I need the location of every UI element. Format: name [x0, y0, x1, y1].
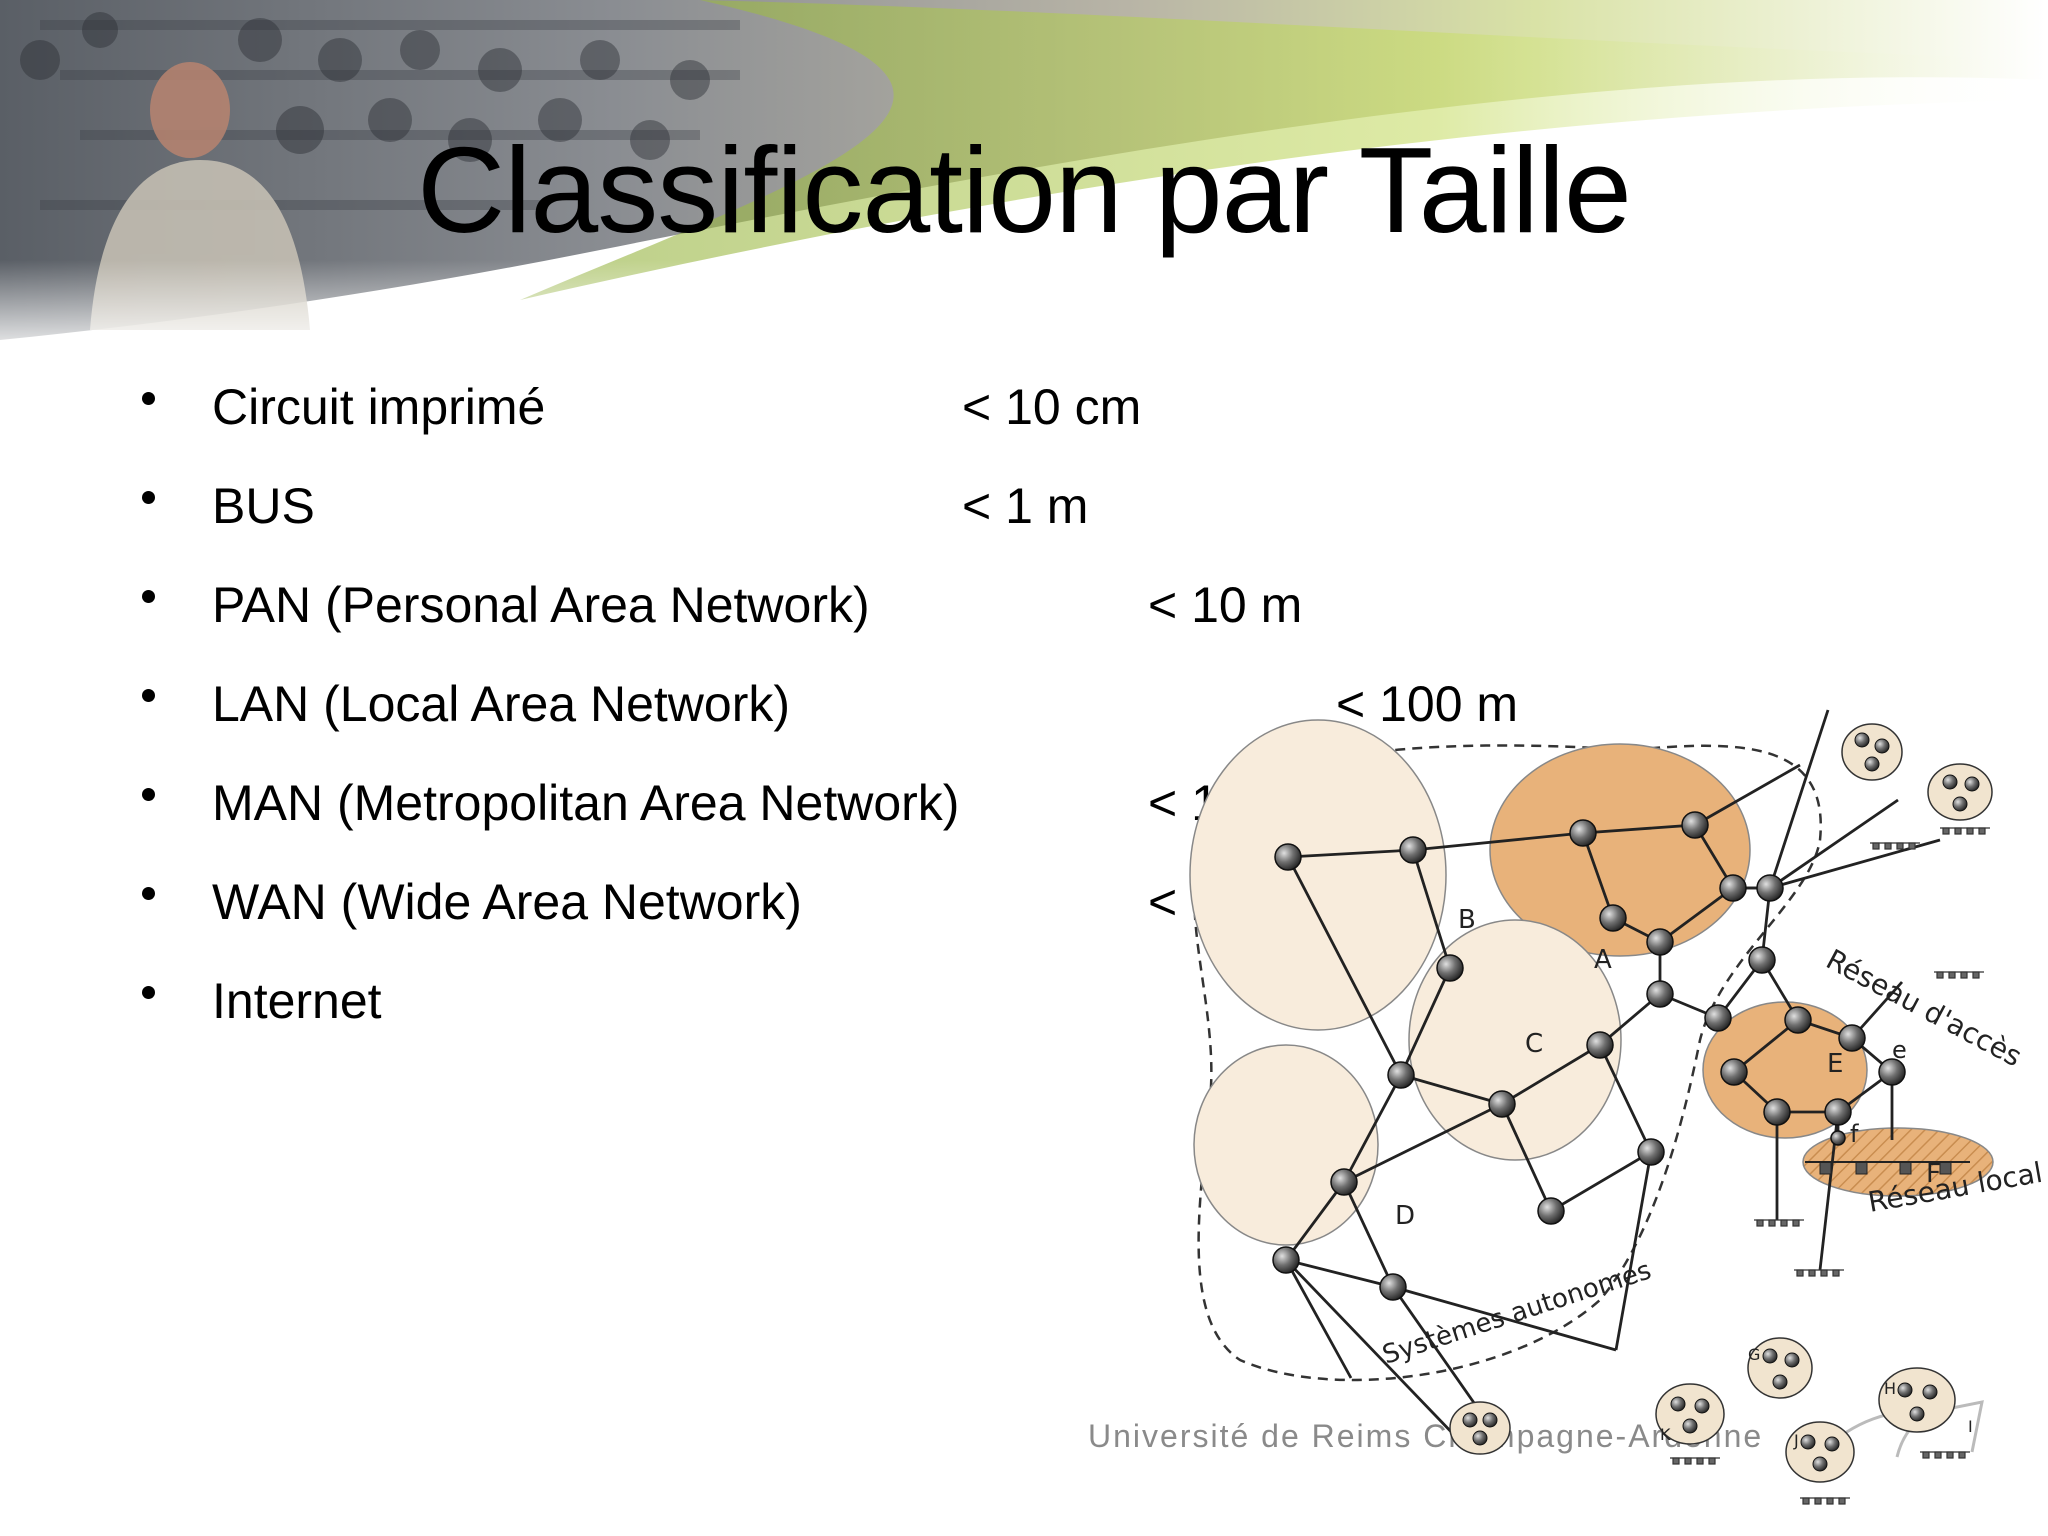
zone-label-d: D [1395, 1201, 1415, 1231]
node-label-g: G [1748, 1345, 1760, 1364]
systemes-autonomes-label: Systèmes autonomes [1379, 1255, 1655, 1370]
local-lan-bars [1670, 827, 1990, 1505]
item-size: < 1 m [962, 478, 1089, 534]
node-label-k: K [1660, 1425, 1671, 1444]
node-label-h: H [1884, 1379, 1896, 1398]
zone-e [1702, 1001, 1868, 1139]
bullet-icon [142, 689, 155, 702]
bullet-icon [142, 392, 155, 405]
item-label: BUS [212, 478, 315, 534]
bullet-icon [142, 788, 155, 801]
item-size: < 100 m [1336, 676, 1519, 732]
bullet-icon [142, 986, 155, 999]
zone-label-a: A [1594, 945, 1612, 975]
item-size: < 10 cm [962, 379, 1142, 435]
zone-b [1189, 719, 1447, 1031]
item-size: < 10 m [1148, 577, 1303, 633]
zone-c [1408, 919, 1622, 1161]
node-label-j: J [1793, 1431, 1799, 1450]
item-label: Internet [212, 973, 382, 1029]
internet-network-diagram: B A C D E F e f G H I J K Réseau d'accès… [1189, 709, 2045, 1505]
header-photo-banner [0, 0, 2048, 360]
item-label: LAN (Local Area Network) [212, 676, 791, 732]
zone-a [1489, 743, 1751, 957]
zone-label-b: B [1458, 905, 1476, 935]
zone-label-c: C [1525, 1029, 1543, 1059]
university-footer: Université de Reims Champagne-Ardenne [1088, 1418, 1764, 1454]
item-label: WAN (Wide Area Network) [212, 874, 802, 930]
zone-label-f: F [1926, 1159, 1941, 1189]
item-label: PAN (Personal Area Network) [212, 577, 870, 633]
bullet-icon [142, 590, 155, 603]
bullet-icon [142, 887, 155, 900]
slide-title: Classification par Taille [417, 122, 1632, 258]
item-label: MAN (Metropolitan Area Network) [212, 775, 960, 831]
item-label: Circuit imprimé [212, 379, 546, 435]
zone-d [1193, 1044, 1379, 1246]
zone-label-e: E [1827, 1049, 1843, 1079]
node-label-f: f [1850, 1120, 1859, 1148]
bullet-icon [142, 491, 155, 504]
node-label-i: I [1968, 1417, 1973, 1436]
node-label-e: e [1892, 1036, 1907, 1064]
